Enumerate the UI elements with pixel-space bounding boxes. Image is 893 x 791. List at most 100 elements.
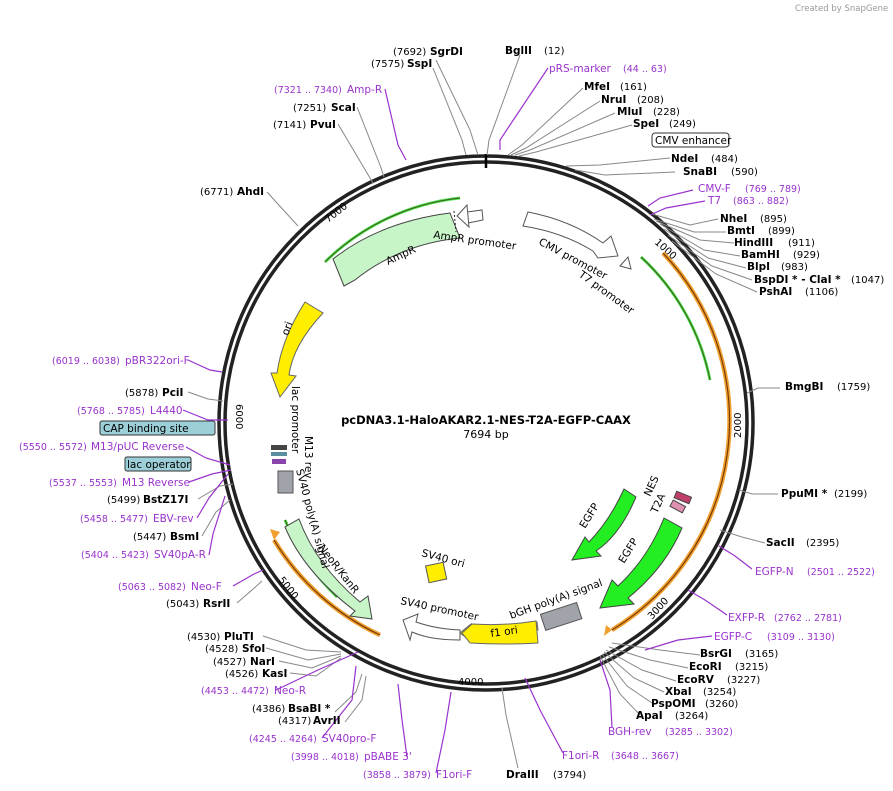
tick-5000: 5000: [276, 575, 300, 602]
primer-ebv-rev-range: (5458 .. 5477): [80, 514, 148, 525]
enzyme-pvui-pos: (7141): [273, 120, 306, 131]
enzyme-bsabi: BsaBI *: [288, 703, 331, 715]
enzyme-bspdi-clai-pos: (1047): [851, 275, 884, 286]
enzyme-bmti: BmtI: [727, 225, 755, 237]
enzyme-kasi: KasI: [262, 668, 287, 680]
tick-2000: 2000: [733, 413, 744, 438]
primer-amp-r: Amp-R: [347, 84, 382, 96]
enzyme-sfoi: SfoI: [242, 643, 265, 655]
primer-neo-r-range: (4453 .. 4472): [201, 686, 269, 697]
enzyme-pshai: PshAI: [759, 286, 792, 298]
primer-sv40pa-r: SV40pA-R: [154, 549, 206, 561]
enzyme-pcii-pos: (5878): [125, 388, 158, 399]
primer-f1ori-f: F1ori-F: [436, 769, 472, 781]
enzyme-ecori-pos: (3215): [735, 662, 768, 673]
tick-7000: 7000: [323, 201, 350, 225]
enzyme-nhei: NheI: [720, 213, 747, 225]
enzyme-pspomi: PspOMI: [651, 698, 696, 710]
f1-ori-label: f1 ori: [490, 624, 519, 640]
enzyme-xbai-pos: (3254): [703, 687, 736, 698]
primer-amp-r-range: (7321 .. 7340): [274, 85, 342, 96]
neo-kanr-arrow: [284, 518, 373, 620]
cmv-enhancer-label: CMV enhancer: [655, 135, 732, 147]
enzyme-bglii-pos: (12): [544, 46, 565, 57]
primer-t7-range: (863 .. 882): [733, 196, 789, 207]
primer-l4440: L4440: [150, 405, 183, 417]
enzyme-xbai: XbaI: [665, 686, 692, 698]
t2a-mark: [669, 499, 687, 514]
enzyme-bamhi-pos: (929): [793, 250, 820, 261]
m13-rev-label: M13 rev: [302, 436, 314, 479]
plasmid-size: 7694 bp: [463, 428, 508, 441]
enzyme-scai: ScaI: [331, 102, 356, 114]
enzyme-mfei-pos: (161): [620, 82, 647, 93]
ori-label: ori: [280, 320, 296, 337]
enzyme-ndei-pos: (484): [711, 154, 738, 165]
enzyme-bsrgi-pos: (3165): [745, 649, 778, 660]
tick-6000: 6000: [233, 404, 244, 429]
primer-neo-f-range: (5063 .. 5082): [118, 582, 186, 593]
lac-promoter-label: lac promoter: [289, 386, 301, 454]
primer-pbabe3-range: (3998 .. 4018): [291, 752, 359, 763]
primer-exfp-r: EXFP-R: [728, 612, 765, 624]
primer-cmv-f-range: (769 .. 789): [745, 184, 801, 195]
enzyme-draiii-pos: (3794): [553, 770, 586, 781]
primer-l4440-range: (5768 .. 5785): [77, 406, 145, 417]
enzyme-rsrii: RsrII: [203, 598, 230, 610]
grey-box-left: [277, 470, 294, 494]
enzyme-snabi-pos: (590): [731, 167, 758, 178]
egfp-label-2: EGFP: [616, 536, 641, 565]
primer-pbabe3: pBABE 3': [364, 751, 412, 763]
sv40-ori-box: [424, 561, 448, 584]
enzyme-nrui-pos: (208): [637, 95, 664, 106]
enzyme-pluti-pos: (4530): [187, 632, 220, 643]
enzyme-ppumi: PpuMI *: [781, 488, 828, 500]
enzyme-sgrdi: SgrDI: [430, 46, 463, 58]
primer-egfp-c-range: (3109 .. 3130): [767, 632, 835, 643]
primer-neo-r: Neo-R: [274, 685, 306, 697]
enzyme-nari-pos: (4527): [213, 657, 246, 668]
primer-sv40pro-f-range: (4245 .. 4264): [249, 734, 317, 745]
primer-sv40pro-f: SV40pro-F: [322, 733, 376, 745]
cap-binding-site-label: CAP binding site: [103, 423, 189, 435]
enzyme-scai-pos: (7251): [293, 103, 326, 114]
enzyme-nrui: NruI: [601, 94, 626, 106]
enzyme-ndei: NdeI: [671, 153, 698, 165]
enzyme-draiii: DraIII: [506, 769, 539, 781]
watermark-text: Created by SnapGene: [795, 4, 888, 14]
ori-arrow: [270, 301, 324, 399]
sv40-promoter-arrow: [402, 613, 461, 642]
enzyme-kasi-pos: (4526): [225, 669, 258, 680]
enzyme-sacii-pos: (2395): [806, 538, 839, 549]
enzyme-pluti: PluTI: [224, 631, 254, 643]
enzyme-bmgbi-pos: (1759): [837, 382, 870, 393]
enzyme-bglii: BglII: [505, 45, 532, 57]
enzyme-pspomi-pos: (3260): [705, 699, 738, 710]
enzyme-nari: NarI: [250, 656, 275, 668]
enzyme-apai-pos: (3264): [675, 711, 708, 722]
primer-ebv-rev: EBV-rev: [153, 513, 194, 525]
primer-f1ori-r-range: (3648 .. 3667): [611, 751, 679, 762]
primer-egfp-n: EGFP-N: [755, 566, 794, 578]
primer-f1ori-f-range: (3858 .. 3879): [363, 770, 431, 781]
primer-egfp-n-range: (2501 .. 2522): [807, 567, 875, 578]
lac-operator-label: lac operator: [127, 459, 191, 471]
enzyme-ecorv-pos: (3227): [727, 675, 760, 686]
enzyme-apai: ApaI: [636, 710, 663, 722]
enzyme-hindiii: HindIII: [734, 237, 773, 249]
nes-mark: [673, 490, 693, 505]
primer-t7: T7: [707, 195, 721, 207]
tick-4000: 4000: [458, 677, 483, 688]
enzyme-bstz17i-pos: (5499): [107, 495, 140, 506]
enzyme-ahdi: AhdI: [237, 186, 264, 198]
feature-arrows: [270, 203, 693, 645]
enzyme-spei: SpeI: [633, 118, 659, 130]
primer-sv40pa-r-range: (5404 .. 5423): [81, 550, 149, 561]
primer-m13-puc-reverse-range: (5550 .. 5572): [19, 442, 87, 453]
primer-prs-marker-range: (44 .. 63): [623, 64, 667, 75]
enzyme-hindiii-pos: (911): [788, 238, 815, 249]
leader-lines: [187, 54, 780, 769]
primer-prs-marker: pRS-marker: [549, 63, 612, 75]
enzyme-sspi-pos: (7575): [371, 59, 404, 70]
